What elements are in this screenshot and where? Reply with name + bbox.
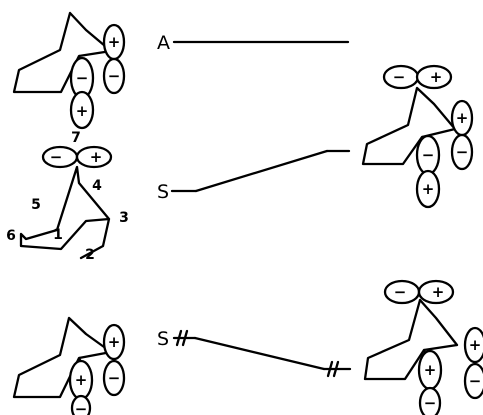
molecule-middle-right: − + − + + − (361, 64, 474, 209)
svg-text:+: + (430, 68, 443, 86)
svg-text:−: − (469, 372, 482, 390)
svg-text:−: − (75, 400, 88, 415)
p-orbital-c3-bottom-right: + − (463, 326, 483, 400)
atom-number-6: 6 (6, 228, 16, 244)
level-label-top: A (157, 32, 170, 54)
svg-text:+: + (108, 33, 121, 51)
atom-number-3: 3 (119, 210, 129, 226)
level-label-middle: S (157, 181, 169, 203)
svg-text:−: − (456, 143, 469, 161)
svg-text:−: − (108, 369, 121, 387)
level-label-bottom: S (157, 328, 169, 350)
molecule-bottom-right: − + + − + − (363, 279, 483, 415)
p-orbital-c7-middle-left: − + (41, 145, 113, 169)
svg-text:+: + (90, 148, 103, 166)
molecule-bottom-left: + − + − (12, 316, 126, 415)
svg-text:+: + (76, 102, 89, 120)
p-orbital-c7-bottom-right: − + (383, 279, 455, 305)
energy-level-top: A (157, 32, 350, 54)
svg-text:−: − (394, 283, 407, 301)
svg-text:−: − (393, 68, 406, 86)
svg-text:−: − (108, 67, 121, 85)
electron-pair-right (326, 360, 340, 378)
molecule-top-left: − + + − (12, 11, 126, 130)
atom-number-4: 4 (92, 178, 102, 194)
svg-text:+: + (75, 371, 88, 389)
svg-text:+: + (432, 283, 445, 301)
atom-number-2: 2 (85, 247, 95, 263)
p-orbital-c2-middle-right: − + (415, 134, 441, 209)
svg-text:+: + (108, 333, 121, 351)
p-orbital-c2-top-left: − + (69, 56, 95, 130)
p-orbital-c2-bottom-right: + − (417, 349, 443, 415)
svg-text:−: − (50, 148, 63, 166)
p-orbital-c3-middle-right: + − (450, 99, 474, 171)
molecule-middle-left: − + 7 4 5 3 6 1 2 (6, 130, 129, 263)
svg-text:+: + (469, 336, 482, 354)
atom-number-1: 1 (53, 227, 63, 243)
svg-text:−: − (424, 394, 437, 412)
p-orbital-c2-bottom-left: + − (68, 359, 94, 415)
p-orbital-c7-middle-right: − + (382, 64, 453, 90)
svg-text:−: − (422, 146, 435, 164)
svg-text:+: + (456, 109, 469, 127)
p-orbital-c3-top-left: + − (102, 23, 126, 95)
electron-pair-left (175, 329, 189, 347)
svg-text:−: − (76, 69, 89, 87)
svg-text:+: + (422, 180, 435, 198)
energy-level-bottom: S (157, 328, 352, 378)
p-orbital-c3-bottom-left: + − (102, 323, 126, 397)
svg-text:+: + (424, 361, 437, 379)
atom-number-7: 7 (71, 130, 81, 146)
atom-number-5: 5 (31, 197, 41, 213)
energy-level-middle: S (157, 149, 351, 203)
